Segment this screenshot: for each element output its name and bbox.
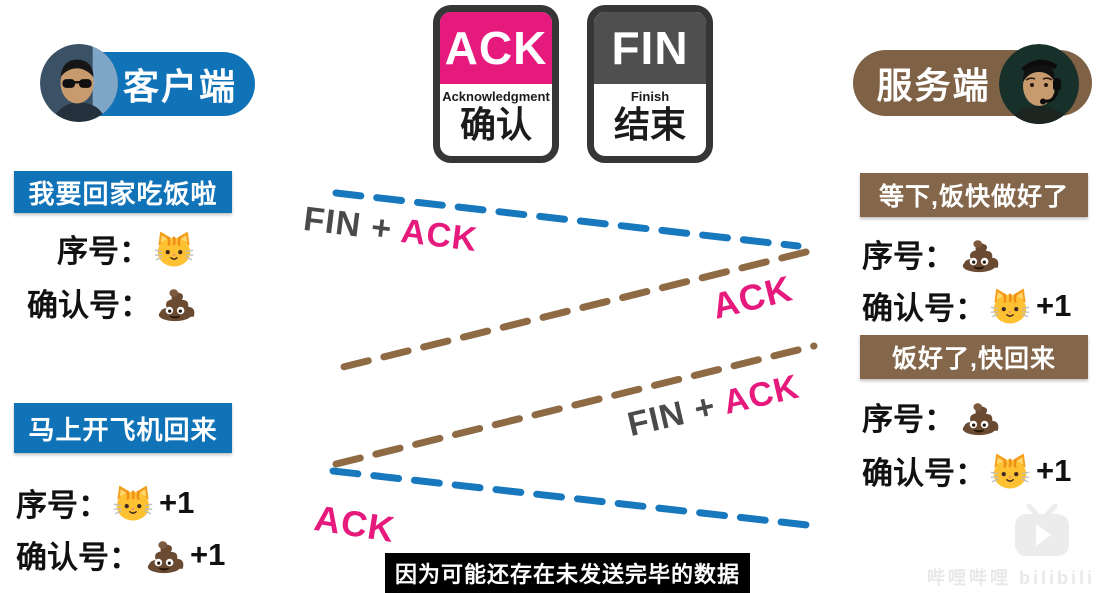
client-msg1-ack-row: 确认号：: [27, 280, 201, 325]
flow-line-ack-client-to-server: [329, 467, 820, 530]
ack-label-part: ACK: [398, 211, 480, 260]
fin-card-abbr: FIN: [611, 22, 689, 74]
client-avatar: [40, 44, 118, 122]
ack-label: 确认号：: [862, 456, 986, 491]
client-msg2-seq-row: 序号： +1: [16, 480, 194, 525]
ack-label: 确认号：: [16, 540, 140, 575]
ack-card-band: ACK: [440, 12, 552, 84]
ack-card-fullword: Acknowledgment: [442, 89, 550, 104]
server-message-1: 等下,饭快做好了: [860, 173, 1088, 217]
seq-suffix: +1: [159, 484, 195, 520]
server-label: 服务端: [876, 65, 991, 106]
ack-emoji: [144, 535, 184, 575]
bilibili-tv-icon: [1015, 503, 1069, 556]
ack-label: 确认号：: [862, 291, 986, 326]
fin-card-fullword: Finish: [630, 89, 670, 104]
client-msg1-seq-row: 序号：: [57, 226, 200, 271]
flow-label-fin-ack-1: FIN + ACK: [301, 200, 479, 260]
ack-card-chinese: 确认: [459, 104, 532, 145]
fin-label-part: FIN +: [624, 384, 729, 445]
fin-label-part: FIN +: [301, 200, 404, 250]
flow-label-fin-ack-2: FIN + ACK: [624, 368, 803, 445]
fin-legend-card: FIN Finish 结束: [587, 5, 713, 163]
ack-label: 确认号：: [27, 288, 151, 323]
seq-emoji: [154, 229, 194, 269]
seq-emoji: [113, 483, 153, 523]
server-avatar: [999, 44, 1079, 124]
client-avatar-image: [40, 44, 118, 122]
ack-label-part: ACK: [708, 267, 797, 327]
fin-card-chinese: 结束: [613, 104, 686, 145]
client-message-1: 我要回家吃饭啦: [14, 171, 232, 213]
ack-label-part: ACK: [311, 497, 399, 551]
seq-label: 序号：: [57, 234, 150, 269]
ack-legend-card: ACK Acknowledgment 确认: [433, 5, 559, 163]
ack-label-part: ACK: [719, 367, 804, 422]
server-msg1-seq-row: 序号：: [862, 231, 1005, 276]
server-msg1-ack-row: 确认号： +1: [862, 283, 1071, 328]
ack-card-abbr: ACK: [444, 22, 548, 74]
ack-emoji: [990, 286, 1030, 326]
client-label: 客户端: [122, 66, 237, 107]
flow-label-ack-2: ACK: [311, 497, 398, 551]
ack-suffix: +1: [1036, 287, 1072, 323]
seq-emoji: [959, 397, 999, 437]
fin-card-band: FIN: [594, 12, 706, 84]
ack-emoji: [990, 451, 1030, 491]
server-message-2: 饭好了,快回来: [860, 335, 1088, 379]
ack-suffix: +1: [1036, 452, 1072, 488]
client-msg2-ack-row: 确认号： +1: [16, 532, 225, 577]
server-avatar-image: [999, 44, 1079, 124]
seq-label: 序号：: [862, 402, 955, 437]
server-msg2-ack-row: 确认号： +1: [862, 448, 1071, 493]
bilibili-watermark-text: 哔哩哔哩 bilibili: [927, 568, 1095, 588]
seq-label: 序号：: [16, 488, 109, 523]
seq-emoji: [959, 234, 999, 274]
flow-label-ack-1: ACK: [708, 267, 797, 327]
client-message-2: 马上开飞机回来: [14, 403, 232, 453]
ack-emoji: [155, 283, 195, 323]
seq-label: 序号：: [862, 239, 955, 274]
server-msg2-seq-row: 序号：: [862, 394, 1005, 439]
ack-suffix: +1: [190, 536, 226, 572]
subtitle-caption: 因为可能还存在未发送完毕的数据: [385, 553, 751, 593]
